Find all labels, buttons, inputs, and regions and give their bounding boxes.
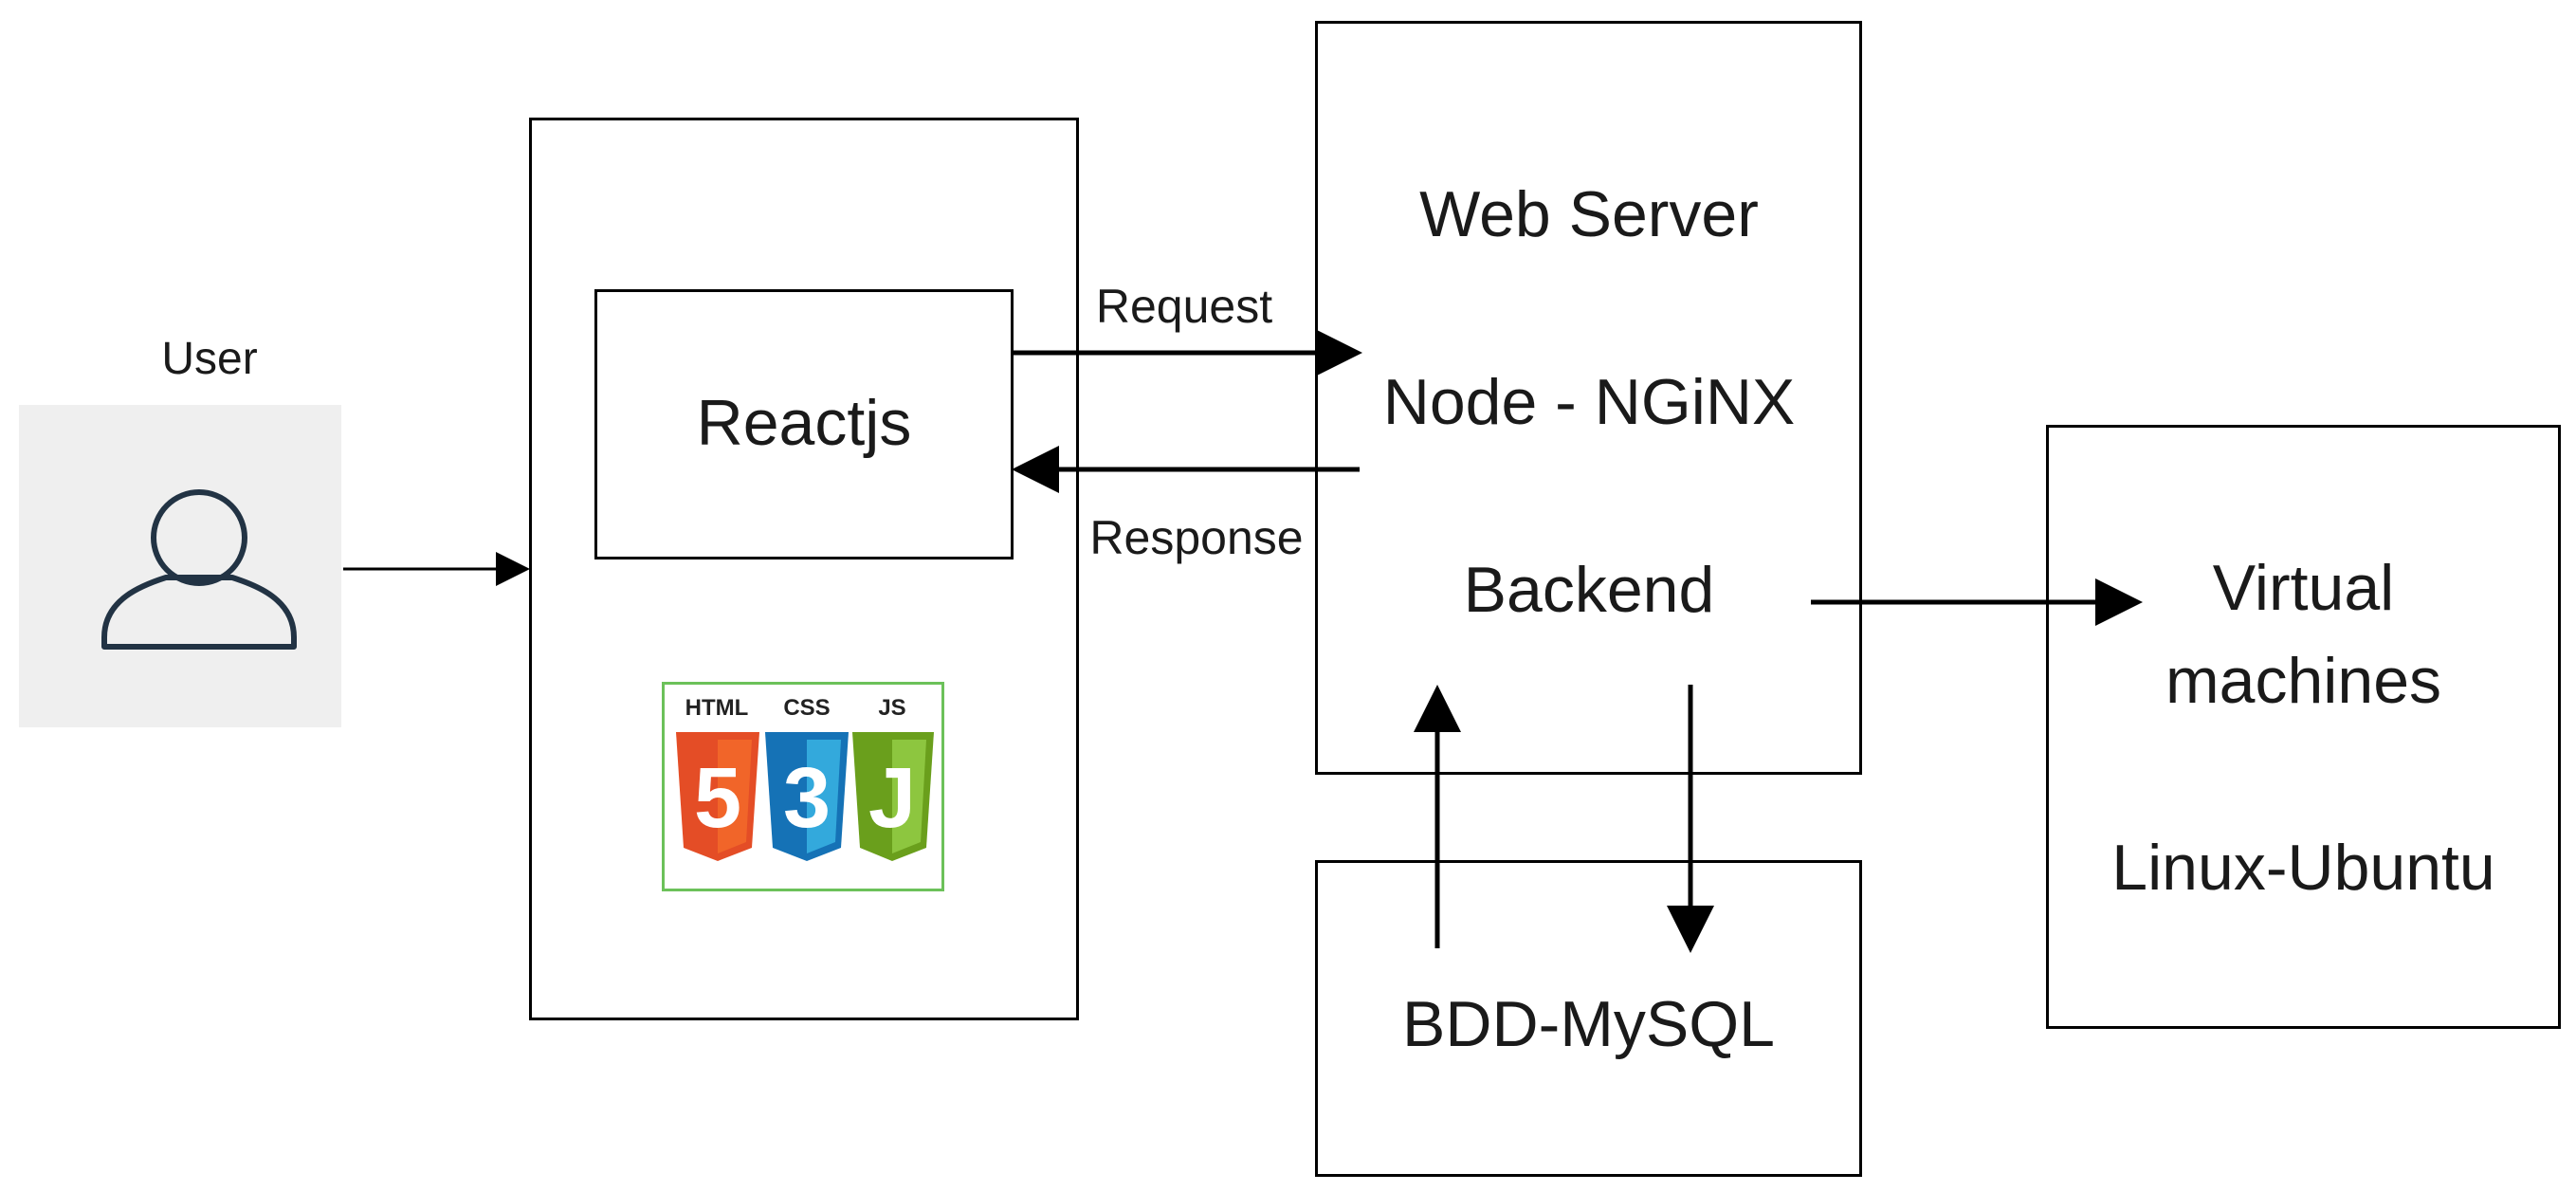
html5-badge: HTML 5 bbox=[676, 695, 759, 861]
html-logo-label: HTML bbox=[685, 695, 749, 721]
database-label: BDD-MySQL bbox=[1402, 988, 1775, 1060]
response-label: Response bbox=[1089, 511, 1304, 564]
css3-badge: CSS 3 bbox=[765, 695, 849, 861]
virtual-machines-box: Virtual machines Linux-Ubuntu bbox=[2046, 425, 2561, 1029]
backend-label: Backend bbox=[1463, 554, 1715, 626]
vm-line1: Virtual bbox=[2212, 552, 2395, 624]
user-label: User bbox=[161, 334, 258, 384]
request-label: Request bbox=[1095, 280, 1273, 333]
vm-os-label: Linux-Ubuntu bbox=[2111, 832, 2495, 904]
js-letter: J bbox=[868, 751, 916, 846]
html5-digit: 5 bbox=[694, 751, 741, 846]
css-logo-label: CSS bbox=[783, 695, 830, 721]
user-icon bbox=[101, 489, 297, 650]
web-server-box bbox=[1315, 21, 1862, 775]
web-server-title: Web Server bbox=[1419, 178, 1759, 250]
database-box: BDD-MySQL bbox=[1315, 860, 1862, 1177]
js-logo-label: JS bbox=[878, 695, 905, 721]
css3-digit: 3 bbox=[783, 751, 831, 846]
reactjs-label: Reactjs bbox=[696, 387, 912, 459]
reactjs-box: Reactjs bbox=[594, 289, 1014, 559]
user-card bbox=[19, 405, 341, 727]
html-css-js-logo: HTML 5 CSS 3 JS J bbox=[662, 682, 944, 891]
node-nginx-label: Node - NGiNX bbox=[1382, 366, 1796, 438]
js-badge: JS J bbox=[852, 695, 934, 861]
vm-line2: machines bbox=[2165, 645, 2442, 717]
